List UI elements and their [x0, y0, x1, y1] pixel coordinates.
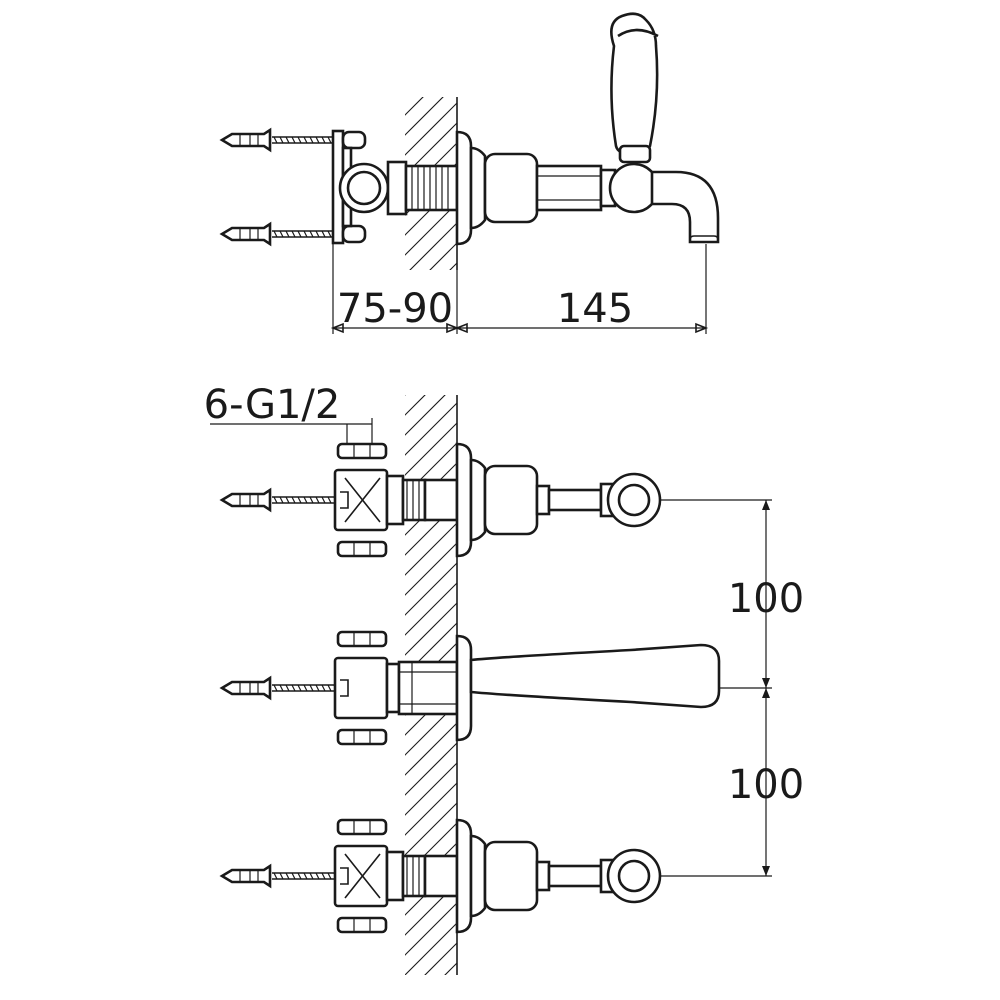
mounting-screw-upper: [220, 128, 342, 152]
wall-flange-top: [455, 130, 473, 246]
spout-assembly: [220, 630, 721, 746]
thread-dimension: 6-G1/2: [204, 382, 373, 452]
spout-plan: [469, 643, 721, 709]
side-elevation-view: 75-90 145: [220, 12, 720, 334]
upper-spacing-label: 100: [728, 576, 804, 622]
lower-valve-assembly: [220, 818, 662, 934]
lower-spacing-label: 100: [728, 762, 804, 808]
depth-range-label: 75-90: [337, 286, 453, 332]
plan-view: 6-G1/2: [204, 382, 804, 975]
depth-dimension: 75-90 145: [330, 244, 709, 334]
mounting-screw-lower: [220, 222, 342, 246]
tap-body-side: [483, 152, 539, 224]
lever-handle: [610, 12, 659, 156]
spout-side: [650, 170, 720, 244]
spacing-dimension: 100 100: [660, 499, 804, 877]
threaded-sleeve: [404, 164, 459, 212]
spout-projection-label: 145: [557, 286, 633, 332]
thread-size-label: 6-G1/2: [204, 382, 341, 428]
